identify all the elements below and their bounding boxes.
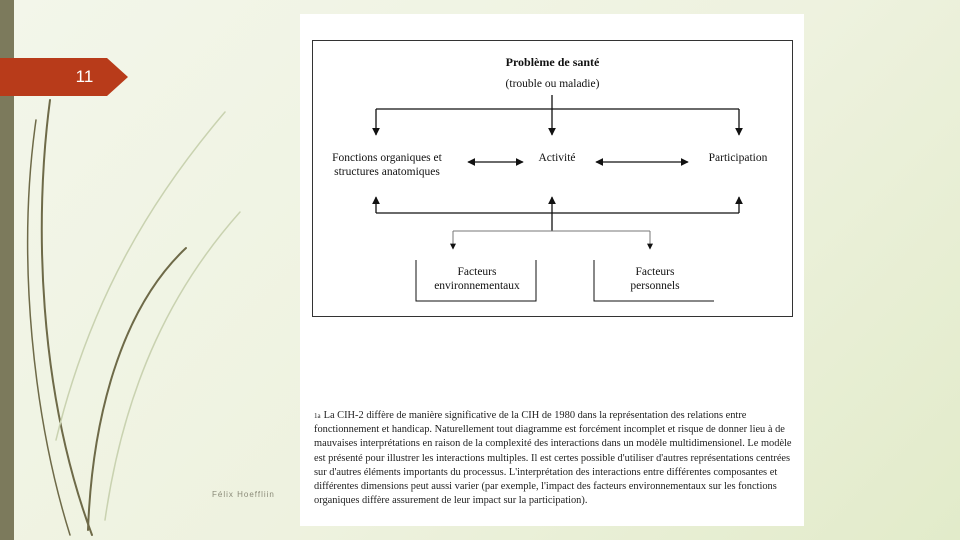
decorative-stems	[26, 99, 241, 536]
slide-number-badge: 11	[0, 58, 128, 96]
left-accent-bar	[0, 0, 14, 540]
node-facteurs-environnementaux: Facteurs environnementaux	[434, 266, 520, 292]
node-participation: Participation	[708, 152, 768, 164]
diagram-connectors	[372, 95, 743, 302]
diagram-title: Problème de santé	[505, 55, 600, 69]
footnote-marker: 1a	[314, 412, 321, 420]
icf-diagram: Problème de santé (trouble ou maladie) F…	[312, 40, 793, 317]
footnote-text: La CIH-2 diffère de manière significativ…	[314, 410, 792, 507]
slide-number: 11	[75, 67, 94, 86]
node-fonctions-organiques: Fonctions organiques et structures anato…	[332, 152, 442, 178]
node-facteurs-personnels: Facteurs personnels	[630, 266, 680, 292]
diagram-subtitle: (trouble ou maladie)	[505, 78, 600, 90]
document-image: Problème de santé (trouble ou maladie) F…	[300, 14, 804, 526]
node-activite: Activité	[538, 152, 576, 164]
footer-author: Félix Hoeffliin	[212, 490, 275, 499]
